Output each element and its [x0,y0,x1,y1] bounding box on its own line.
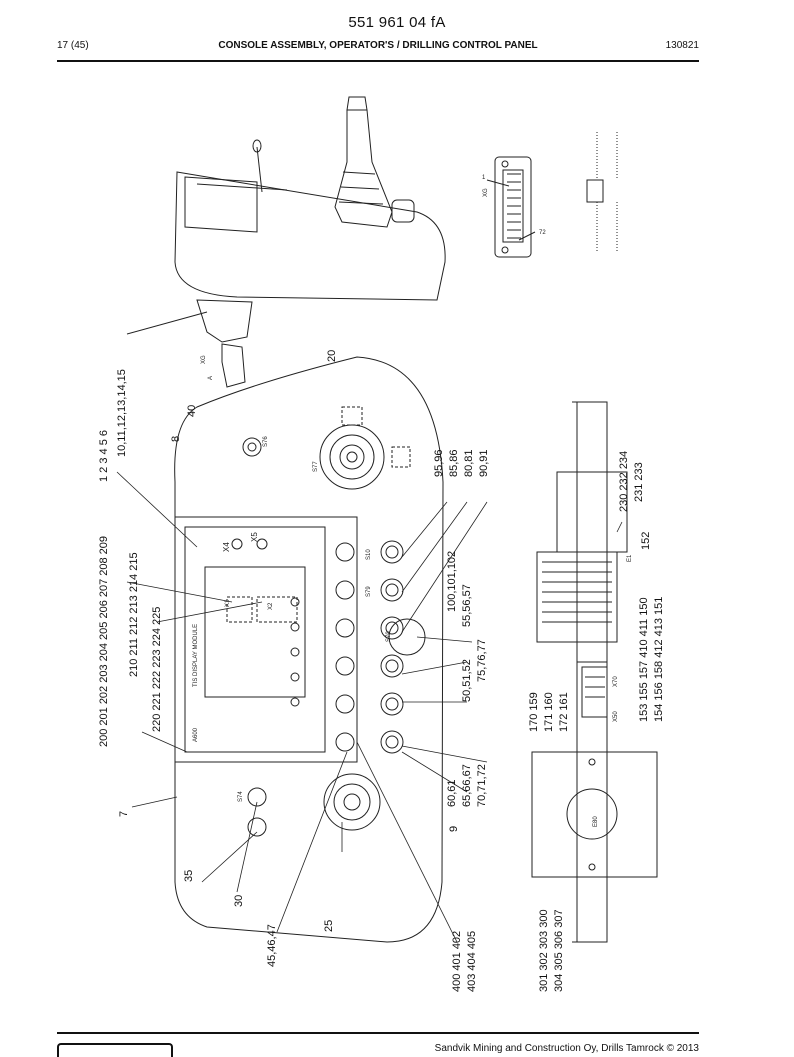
callout-171: 171 160 [543,692,555,732]
callout-75: 75,76,77 [476,639,488,682]
s77-label: S77 [313,461,319,472]
callout-154: 154 156 158 412 413 151 [653,597,665,722]
a-label: A [208,376,214,380]
e80-label: E80 [593,816,599,827]
s76-label: S76 [263,436,269,447]
console-drawing: TIS DISPLAY MODULE A600 X4 X5 X1 X2 XG 1… [98,96,665,992]
din-rail-assembly [531,401,658,943]
footer-copyright: Sandvik Mining and Construction Oy, Dril… [434,1043,699,1054]
s74-label: S74 [238,791,244,802]
page-header: 17 (45) CONSOLE ASSEMBLY, OPERATOR'S / D… [57,40,699,54]
callout-20: 20 [326,350,338,362]
callout-170: 170 159 [528,692,540,732]
callout-8: 8 [170,436,182,442]
xg-label: XG [483,188,489,197]
page-title: CONSOLE ASSEMBLY, OPERATOR'S / DRILLING … [218,40,538,51]
header-rule [57,60,699,62]
callout-153: 153 155 157 410 411 150 [638,597,650,722]
callout-230: 230 232 234 [618,451,630,512]
display-module-label: TIS DISPLAY MODULE [193,624,199,687]
callout-304: 304 305 306 307 [553,909,565,992]
callout-403-405: 403 404 405 [466,931,478,992]
xg-pin-1: 1 [482,175,486,181]
s79-label: S79 [366,586,372,597]
page-number: 17 (45) [57,40,89,51]
callout-30: 30 [233,895,245,907]
callout-85: 85,86 [448,449,460,477]
callout-1-6: 1 2 3 4 5 6 [98,430,110,482]
callout-70: 70,71,72 [476,764,488,807]
callout-55: 55,56,57 [461,584,473,627]
x70-label: X70 [613,676,619,687]
callout-200-209: 200 201 202 203 204 205 206 207 208 209 [98,536,110,747]
document-number: 551 961 04 fA [348,14,446,31]
xg-connector [486,132,618,258]
e1-label: E1 [627,554,633,562]
callout-210-215: 210 211 212 213 214 215 [128,552,140,677]
joystick-console [126,96,446,388]
x5-label: X5 [250,532,259,542]
footer-rule [57,1032,699,1034]
callout-7: 7 [118,811,130,817]
s10-label: S10 [366,549,372,560]
control-panel [174,356,444,943]
callout-40: 40 [186,405,198,417]
callout-172: 172 161 [558,692,570,732]
a600-label: A600 [193,727,199,742]
sandvik-logo [57,1043,173,1057]
callout-152: 152 [640,532,652,550]
s70-label: S70 [386,631,392,642]
x2-label: X2 [268,602,274,610]
callout-400-402: 400 401 402 [451,931,463,992]
x50-label: X50 [613,711,619,722]
callout-60: 60,61 [446,779,458,807]
callout-25: 25 [323,920,335,932]
callout-45: 45,46,47 [266,924,278,967]
callout-95: 95,96 [433,449,445,477]
callout-90: 90,91 [478,449,490,477]
callout-231: 231 233 [633,462,645,502]
callout-220-225: 220 221 222 223 224 225 [151,607,163,732]
callout-65: 65,66,67 [461,764,473,807]
x1-label: X1 [225,599,231,607]
callout-9: 9 [448,826,460,832]
xg-pin-72: 72 [539,230,546,236]
callout-100: 100,101,102 [446,551,458,612]
callout-301: 301 302 303 300 [538,909,550,992]
callout-50: 50,51,52 [461,659,473,702]
leader-lines [116,471,623,943]
xg-plug-label: XG [201,355,207,364]
x4-label: X4 [222,542,231,552]
revision-number: 130821 [665,40,699,51]
callout-35: 35 [183,870,195,882]
callout-80: 80,81 [463,449,475,477]
callout-10-15: 10,11,12,13,14,15 [116,369,128,457]
